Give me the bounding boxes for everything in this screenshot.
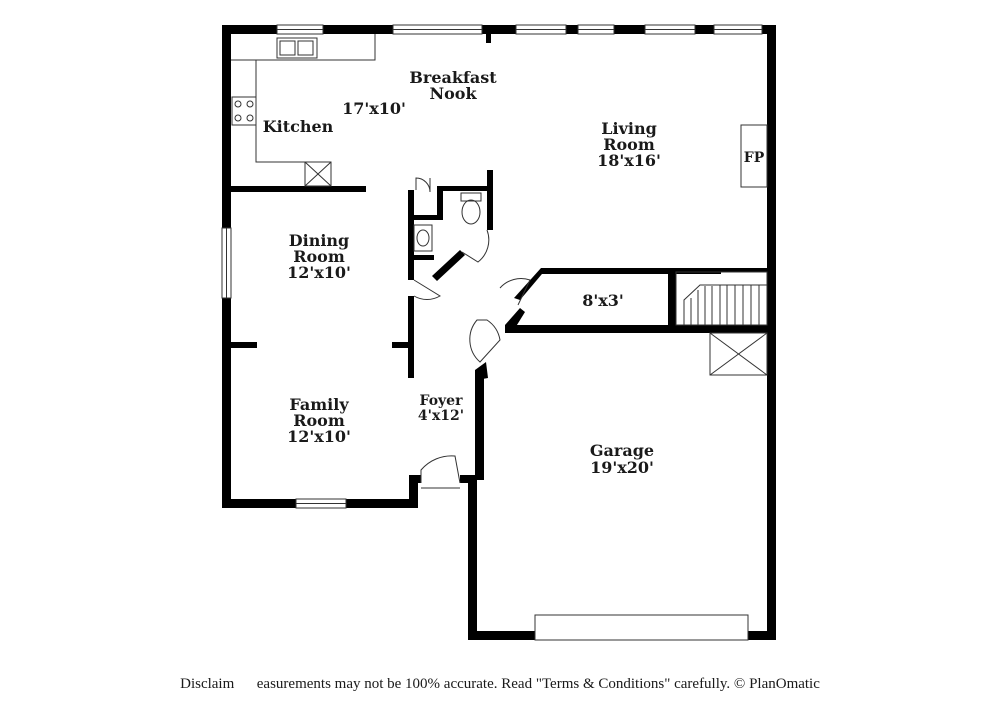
kitchen-fixtures xyxy=(231,34,376,187)
dining-room-label: Dining xyxy=(289,231,349,250)
left-wall-lower xyxy=(222,298,231,508)
bottom-wall-right xyxy=(346,499,418,508)
kitchen-size: 17'x10' xyxy=(342,99,406,118)
top-wall-mid xyxy=(323,25,393,34)
top-wall-a xyxy=(482,25,516,34)
dining-family-stub-right xyxy=(392,342,414,348)
stair-box xyxy=(675,271,768,326)
foyer-jog-top xyxy=(409,475,421,483)
breakfast-nook-label: Breakfast xyxy=(409,68,497,87)
sink-bath-icon xyxy=(416,229,430,247)
garage-left-upper xyxy=(475,370,484,480)
fireplace-label: FP xyxy=(744,150,765,166)
left-wall-upper xyxy=(222,25,231,228)
living-room-label-2: Room xyxy=(603,135,655,154)
walls xyxy=(222,25,776,640)
nook-wall-stub xyxy=(486,25,491,43)
windows xyxy=(221,24,763,641)
bath-fixtures xyxy=(413,192,482,252)
family-room-label: Family xyxy=(289,395,349,414)
garage-bottom-right xyxy=(748,631,776,640)
door-garage xyxy=(469,319,501,363)
bath-right xyxy=(487,170,493,230)
room-labels: Breakfast Nook 17'x10' Kitchen Living Ro… xyxy=(263,68,765,477)
living-room-label: Living xyxy=(601,119,657,138)
door-8x3-closet xyxy=(499,278,531,306)
sink-icon xyxy=(276,37,318,59)
door-bath xyxy=(461,229,490,263)
dining-room-size: 12'x10' xyxy=(287,263,351,282)
bath-angle xyxy=(432,250,465,281)
attic-hatch-icon xyxy=(709,332,768,376)
garage-door xyxy=(534,614,749,641)
hall-wall-upper xyxy=(408,190,414,280)
foyer-label: Foyer xyxy=(420,393,464,409)
foyer-size: 4'x12' xyxy=(418,408,464,424)
stairs xyxy=(675,271,768,326)
bath-bottom xyxy=(414,255,434,260)
garage-size: 19'x20' xyxy=(590,458,654,477)
vanity xyxy=(413,224,433,252)
closet-wall xyxy=(414,215,442,220)
door-closet xyxy=(415,177,431,193)
bottom-wall-left xyxy=(222,499,296,508)
foyer-jog xyxy=(409,475,418,508)
dining-room-label-2: Room xyxy=(293,247,345,266)
hall-wall-lower xyxy=(408,296,414,378)
living-room-size: 18'x16' xyxy=(597,151,661,170)
kitchen-dining-wall xyxy=(222,186,366,192)
fireplace-icon xyxy=(740,124,768,188)
top-wall-b xyxy=(566,25,578,34)
closet-size: 8'x3' xyxy=(582,291,624,310)
top-wall-c xyxy=(614,25,645,34)
disclaimer-text: Disclaim easurements may not be 100% acc… xyxy=(180,676,820,692)
closet-angle-top xyxy=(514,268,547,300)
kitchen-label: Kitchen xyxy=(263,117,334,136)
closet-angle-bottom xyxy=(505,308,525,333)
top-wall-d xyxy=(695,25,714,34)
garage-label: Garage xyxy=(590,441,654,460)
closet-right xyxy=(668,268,676,330)
stair-top xyxy=(668,268,776,272)
family-room-size: 12'x10' xyxy=(287,427,351,446)
top-wall-left xyxy=(222,25,277,34)
bath-top xyxy=(437,186,487,191)
foyer-door-jamb xyxy=(460,475,474,483)
stove-icon xyxy=(231,96,257,126)
toilet-icon xyxy=(461,199,481,225)
closet-side xyxy=(437,186,443,220)
stair-icon xyxy=(683,284,721,325)
garage-top-wall xyxy=(505,325,776,333)
family-room-label-2: Room xyxy=(293,411,345,430)
dining-family-stub-left xyxy=(231,342,257,348)
door-front xyxy=(420,455,461,484)
fridge-icon xyxy=(304,161,332,187)
closet-top xyxy=(541,268,721,274)
garage-left-wall xyxy=(468,475,477,640)
toilet-tank xyxy=(460,192,482,202)
doors xyxy=(413,177,531,489)
breakfast-nook-label-2: Nook xyxy=(429,84,477,103)
garage-bottom-left xyxy=(468,631,535,640)
door-hall xyxy=(413,279,441,300)
